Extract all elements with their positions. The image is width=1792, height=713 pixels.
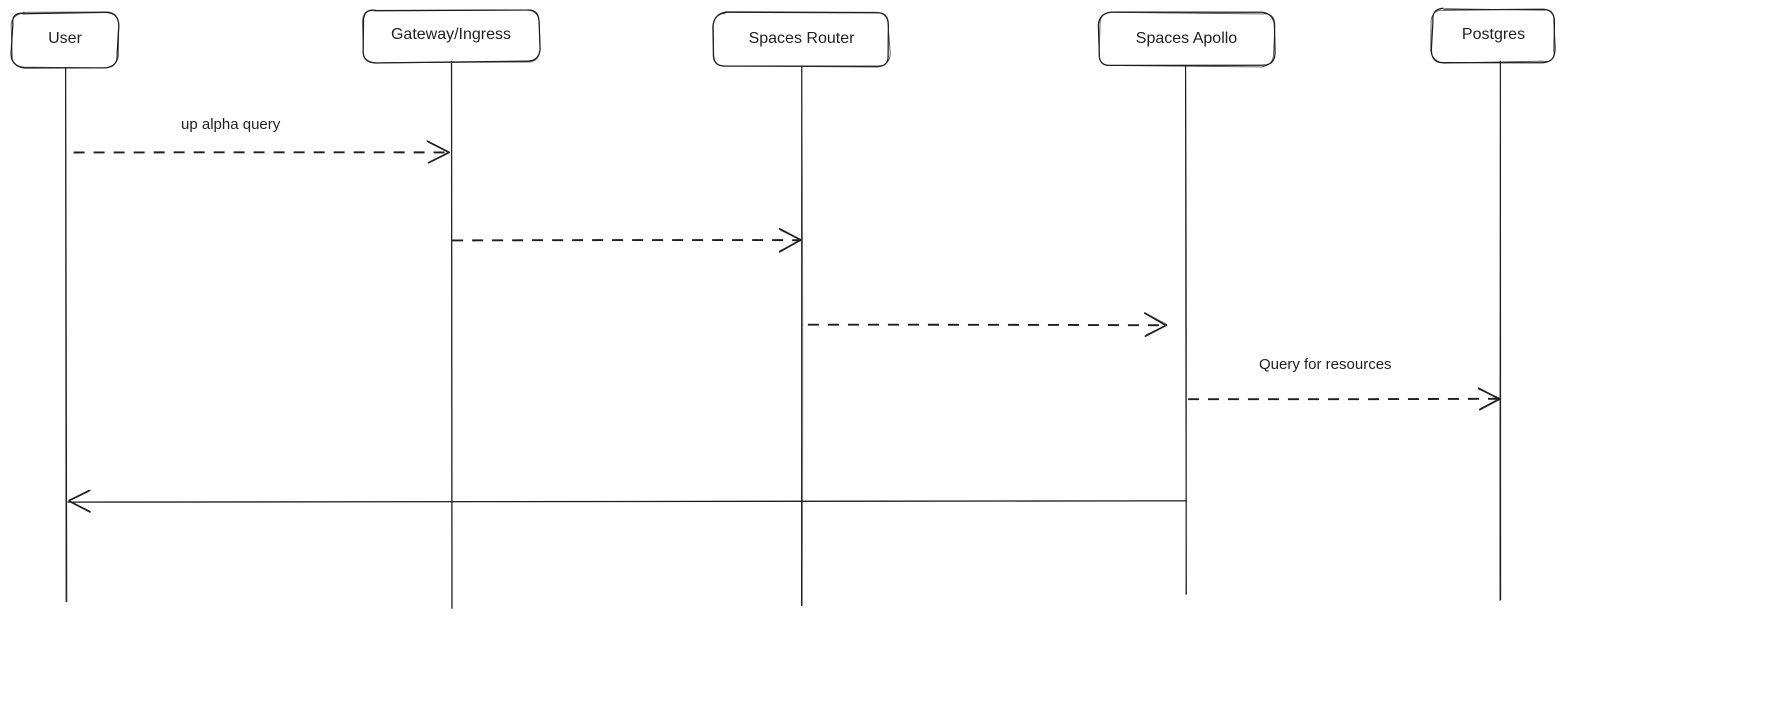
lifeline-shadow-spaces-router xyxy=(801,65,804,607)
participant-box-user[interactable] xyxy=(10,11,120,69)
participant-spaces-apollo[interactable] xyxy=(1097,11,1276,595)
arrowhead-barb-msg-4 xyxy=(1479,397,1501,411)
arrowhead-msg-4 xyxy=(1477,387,1501,411)
participant-spaces-router[interactable] xyxy=(712,11,891,607)
participant-box-postgres[interactable] xyxy=(1430,7,1556,64)
arrowhead-barb-msg-5 xyxy=(68,489,92,501)
arrowhead-msg-2 xyxy=(778,227,803,253)
arrowhead-barb-msg-1 xyxy=(426,140,450,153)
lifeline-shadow-spaces-apollo xyxy=(1185,65,1187,595)
arrowhead-barb-msg-5 xyxy=(68,500,91,514)
participant-box-spaces-apollo[interactable] xyxy=(1097,11,1276,67)
arrowhead-msg-3 xyxy=(1143,312,1168,338)
arrowhead-barb-msg-3 xyxy=(1145,324,1167,336)
participant-user[interactable] xyxy=(10,11,120,603)
arrowhead-barb-msg-2 xyxy=(779,239,802,252)
participant-gateway[interactable] xyxy=(362,9,541,609)
arrowhead-barb-msg-2 xyxy=(779,229,801,241)
arrowhead-msg-1 xyxy=(426,140,451,164)
message-line-msg-5[interactable] xyxy=(67,499,1188,503)
participant-box-outline-postgres xyxy=(1430,8,1556,64)
arrowhead-barb-msg-3 xyxy=(1145,312,1168,325)
participant-box-outline-gateway xyxy=(362,9,541,64)
message-msg-4[interactable] xyxy=(1188,387,1501,411)
participant-box-outline-spaces-apollo xyxy=(1098,11,1276,68)
message-msg-5[interactable] xyxy=(67,489,1188,514)
messages-group xyxy=(67,140,1501,514)
lifeline-user xyxy=(65,66,68,603)
lifeline-gateway xyxy=(450,60,453,609)
message-msg-1[interactable] xyxy=(73,140,451,164)
arrowhead-barb-msg-4 xyxy=(1479,399,1501,411)
arrowhead-msg-5 xyxy=(68,489,92,514)
participant-box-outline-spaces-router xyxy=(712,11,891,68)
participant-box-gateway[interactable] xyxy=(362,9,541,64)
arrowhead-barb-msg-1 xyxy=(428,151,451,164)
participant-box-spaces-router[interactable] xyxy=(712,11,889,67)
participants-group xyxy=(10,7,1556,609)
lifeline-shadow-gateway xyxy=(450,61,453,609)
participant-postgres[interactable] xyxy=(1430,7,1556,602)
message-line-msg-3[interactable] xyxy=(807,323,1167,327)
message-msg-3[interactable] xyxy=(807,312,1168,338)
message-msg-2[interactable] xyxy=(452,227,803,253)
arrowhead-barb-msg-4 xyxy=(1478,388,1501,399)
participant-box-outline-user xyxy=(10,11,120,69)
